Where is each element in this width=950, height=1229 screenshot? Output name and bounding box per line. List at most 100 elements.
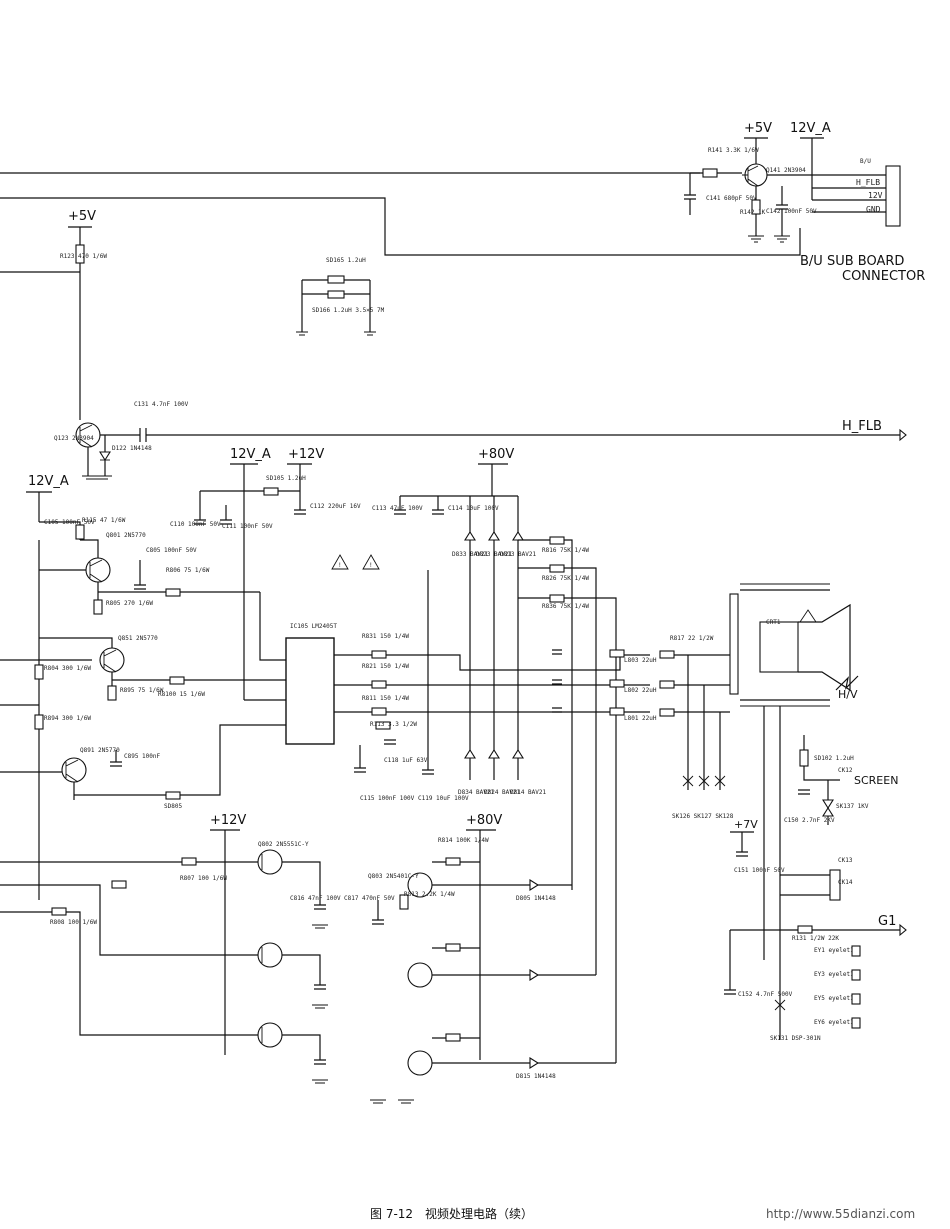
signal-g1: G1 bbox=[878, 914, 896, 929]
rail-12va-mid: 12V_A bbox=[230, 447, 271, 462]
sd102-label: SD102 1.2uH bbox=[814, 755, 854, 762]
r895-label: R895 75 1/6W bbox=[120, 687, 164, 694]
sk137-label: SK137 1KV bbox=[836, 803, 869, 810]
q802-label: Q802 2N5551C-Y bbox=[258, 841, 309, 848]
rail-plus5v-top: +5V bbox=[744, 121, 772, 136]
r817-label: R817 22 1/2W bbox=[670, 635, 714, 642]
c805-label: C805 100nF 50V bbox=[146, 547, 197, 554]
c119-label: C119 10uF 100V bbox=[418, 795, 469, 802]
signal-hv: H/V bbox=[838, 688, 858, 701]
r808-label: R808 100 1/6W bbox=[50, 919, 97, 926]
ey5-label: EY5 eyelet1 bbox=[814, 995, 854, 1002]
bu-sub-board-section: +5V 12V_A R141 3.3K 1/6W C141 680pF 50V … bbox=[0, 121, 925, 284]
connector-hflb-pin: H_FLB bbox=[856, 178, 880, 187]
signal-screen: SCREEN bbox=[854, 774, 898, 787]
ck13-label: CK13 bbox=[838, 857, 853, 864]
rail-12va-top: 12V_A bbox=[790, 121, 831, 136]
ck14-label: CK14 bbox=[838, 879, 853, 886]
r113-label: R113 3.3 1/2W bbox=[370, 721, 417, 728]
c150-label: C150 2.7nF 2KV bbox=[784, 817, 835, 824]
c110-label: C110 100nF 50V bbox=[170, 521, 221, 528]
r813-label: R813 2.2K 1/4W bbox=[404, 891, 455, 898]
svg-text:!: ! bbox=[369, 562, 373, 569]
l803-label: L803 22uH bbox=[624, 657, 657, 664]
c112-label: C112 220uF 16V bbox=[310, 503, 361, 510]
d834-label: D834 BAV21 bbox=[458, 789, 495, 796]
crt-section: L803 22uH L802 22uH L801 22uH R817 22 1/… bbox=[609, 583, 907, 1042]
r831-label: R831 150 1/4W bbox=[362, 633, 409, 640]
d814-label: D814 BAV21 bbox=[510, 789, 547, 796]
r816-label: R816 75K 1/4W bbox=[542, 547, 589, 554]
rail-plus5v-left: +5V bbox=[68, 209, 96, 224]
sk131-label: SK131 DSP-301N bbox=[770, 1035, 821, 1042]
q123-section: +5V R123 470 1/6W Q123 2N3904 C131 4.7nF… bbox=[0, 209, 907, 480]
r836-label: R836 75K 1/4W bbox=[542, 603, 589, 610]
rail-plus80v-low: +80V bbox=[466, 813, 502, 828]
watermark: http://www.55dianzi.com bbox=[766, 1207, 915, 1221]
d815-label: D815 1N4148 bbox=[516, 1073, 556, 1080]
connector-title-line1: B/U SUB BOARD bbox=[800, 254, 904, 269]
sk126-label: SK126 SK127 SK128 bbox=[672, 813, 734, 820]
connector-bu-pin: B/U bbox=[860, 158, 871, 165]
input-buffer-section: 12V_A C105 100nF 50V R115 47 1/6W Q801 2… bbox=[0, 474, 275, 900]
d823-label: D823 BAV21 bbox=[476, 551, 513, 558]
rail-plus12v-mid: +12V bbox=[288, 447, 324, 462]
c142-label: C142 100nF 50V bbox=[766, 208, 817, 215]
r142-label: R142 1K bbox=[740, 209, 766, 216]
c151-label: C151 100nF 50V bbox=[734, 867, 785, 874]
q141-label: Q141 2N3904 bbox=[766, 167, 806, 174]
r821-label: R821 150 1/4W bbox=[362, 663, 409, 670]
cascode-drivers-section: +12V +80V R807 100 1/6W R808 100 1/6W Q8… bbox=[0, 813, 616, 1104]
q803-label: Q803 2N5401C-Y bbox=[368, 873, 419, 880]
connector-title-line2: CONNECTOR bbox=[842, 269, 925, 284]
r805-label: R805 270 1/6W bbox=[106, 600, 153, 607]
rail-plus12v-low: +12V bbox=[210, 813, 246, 828]
c118-label: C118 1uF 63V bbox=[384, 757, 428, 764]
q891-label: Q891 2N5770 bbox=[80, 747, 120, 754]
q801-label: Q801 2N5770 bbox=[106, 532, 146, 539]
r8100-label: R8100 15 1/6W bbox=[158, 691, 205, 698]
ey6-label: EY6 eyelet1 bbox=[814, 1019, 854, 1026]
q851-label: Q851 2N5770 bbox=[118, 635, 158, 642]
d805-label: D805 1N4148 bbox=[516, 895, 556, 902]
r115-label: R115 47 1/6W bbox=[82, 517, 126, 524]
c141-label: C141 680pF 50V bbox=[706, 195, 757, 202]
r811-label: R811 150 1/4W bbox=[362, 695, 409, 702]
connector-12v-pin: 12V bbox=[868, 191, 883, 200]
c113-label: C113 47uF 100V bbox=[372, 505, 423, 512]
r814-label: R814 100K 1/4W bbox=[438, 837, 489, 844]
ey1-label: EY1 eyelet1 bbox=[814, 947, 854, 954]
svg-text:!: ! bbox=[338, 562, 342, 569]
c816-label: C816 47nF 100V bbox=[290, 895, 341, 902]
l802-label: L802 22uH bbox=[624, 687, 657, 694]
q123-label: Q123 2N3904 bbox=[54, 435, 94, 442]
d122-label: D122 1N4148 bbox=[112, 445, 152, 452]
r894-label: R894 300 1/6W bbox=[44, 715, 91, 722]
crt1-label: CRT1 bbox=[766, 619, 781, 626]
signal-hflb: H_FLB bbox=[842, 419, 882, 434]
ic105-section: 12V_A +12V SD105 1.2uH C112 220uF 16V C1… bbox=[170, 447, 650, 802]
c817-label: C817 470nF 50V bbox=[344, 895, 395, 902]
d813-label: D813 BAV21 bbox=[500, 551, 537, 558]
r131-label: R131 1/2W 22K bbox=[792, 935, 839, 942]
c152-label: C152 4.7nF 500V bbox=[738, 991, 793, 998]
r804-label: R804 300 1/6W bbox=[44, 665, 91, 672]
sd165-sd166-section: SD165 1.2uH SD166 1.2uH 3.5×5 7M bbox=[296, 257, 385, 336]
d824-label: D824 BAV21 bbox=[484, 789, 521, 796]
r141-label: R141 3.3K 1/6W bbox=[708, 147, 759, 154]
c895-label: C895 100nF bbox=[124, 753, 161, 760]
c115-label: C115 100nF 100V bbox=[360, 795, 415, 802]
sd805-label: SD805 bbox=[164, 803, 182, 810]
ck12-label: CK12 bbox=[838, 767, 853, 774]
ic105-label: IC105 LM2405T bbox=[290, 623, 337, 630]
rail-12va-left: 12V_A bbox=[28, 474, 69, 489]
r806-label: R806 75 1/6W bbox=[166, 567, 210, 574]
c131-label: C131 4.7nF 100V bbox=[134, 401, 189, 408]
rail-plus7v: +7V bbox=[734, 818, 758, 831]
plus80v-section: +80V C113 47uF 100V C114 10uF 100V D833 … bbox=[372, 447, 617, 1063]
sd165-label: SD165 1.2uH bbox=[326, 257, 366, 264]
r807-label: R807 100 1/6W bbox=[180, 875, 227, 882]
sd105-label: SD105 1.2uH bbox=[266, 475, 306, 482]
connector-gnd-pin: GND bbox=[866, 205, 881, 214]
